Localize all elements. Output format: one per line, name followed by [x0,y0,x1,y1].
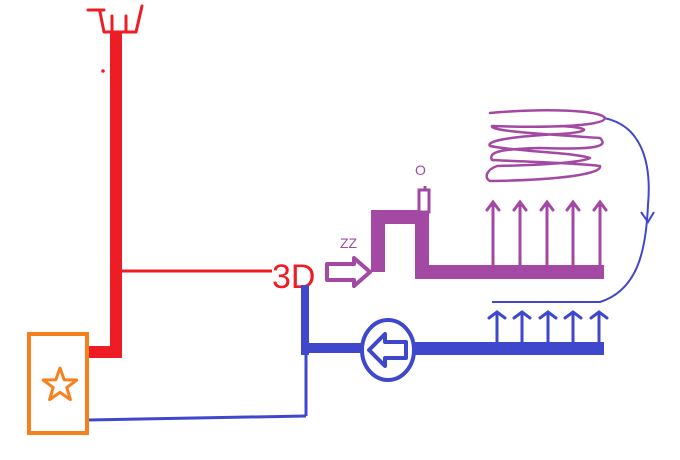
process-group: ZZ O [325,109,608,288]
right-arrow-icon [325,256,372,288]
valve[interactable] [325,256,372,288]
return-riser [301,285,309,355]
process-tap [512,199,528,267]
chimney-icon [86,4,144,34]
radiator-coil [485,109,607,183]
return-taps [487,310,609,344]
sensor-body [417,188,431,214]
flue-pipe [110,32,122,358]
process-tap [485,199,501,267]
return-tap [589,310,609,344]
return-tap [538,310,558,344]
boiler-outlet-pipe [88,346,122,358]
process-main-pipe [415,265,604,279]
supply-line-group: 3D [86,4,315,358]
left-arrow-circle-icon [367,332,408,368]
return-tap [512,310,532,344]
o-label: O [415,162,426,178]
process-tap [565,199,581,267]
return-main-left [301,343,365,353]
process-tap [592,199,608,267]
loop-arrowhead [640,211,655,224]
process-riser-left [371,210,385,272]
boiler-body [27,332,89,435]
process-riser-right [415,210,429,272]
return-to-boiler-pipe [87,414,307,422]
process-taps [485,199,608,267]
return-tap [563,310,583,344]
zz-label: ZZ [340,235,358,251]
return-line-group [87,117,655,422]
return-main-right [412,342,604,355]
boiler[interactable] [27,332,89,435]
loop-return-line [492,117,650,303]
pump[interactable] [360,318,416,382]
return-tap [487,310,507,344]
flue-dot [101,69,105,73]
process-tap [539,199,555,267]
process-top-pipe [371,210,421,224]
star-icon [41,366,79,402]
